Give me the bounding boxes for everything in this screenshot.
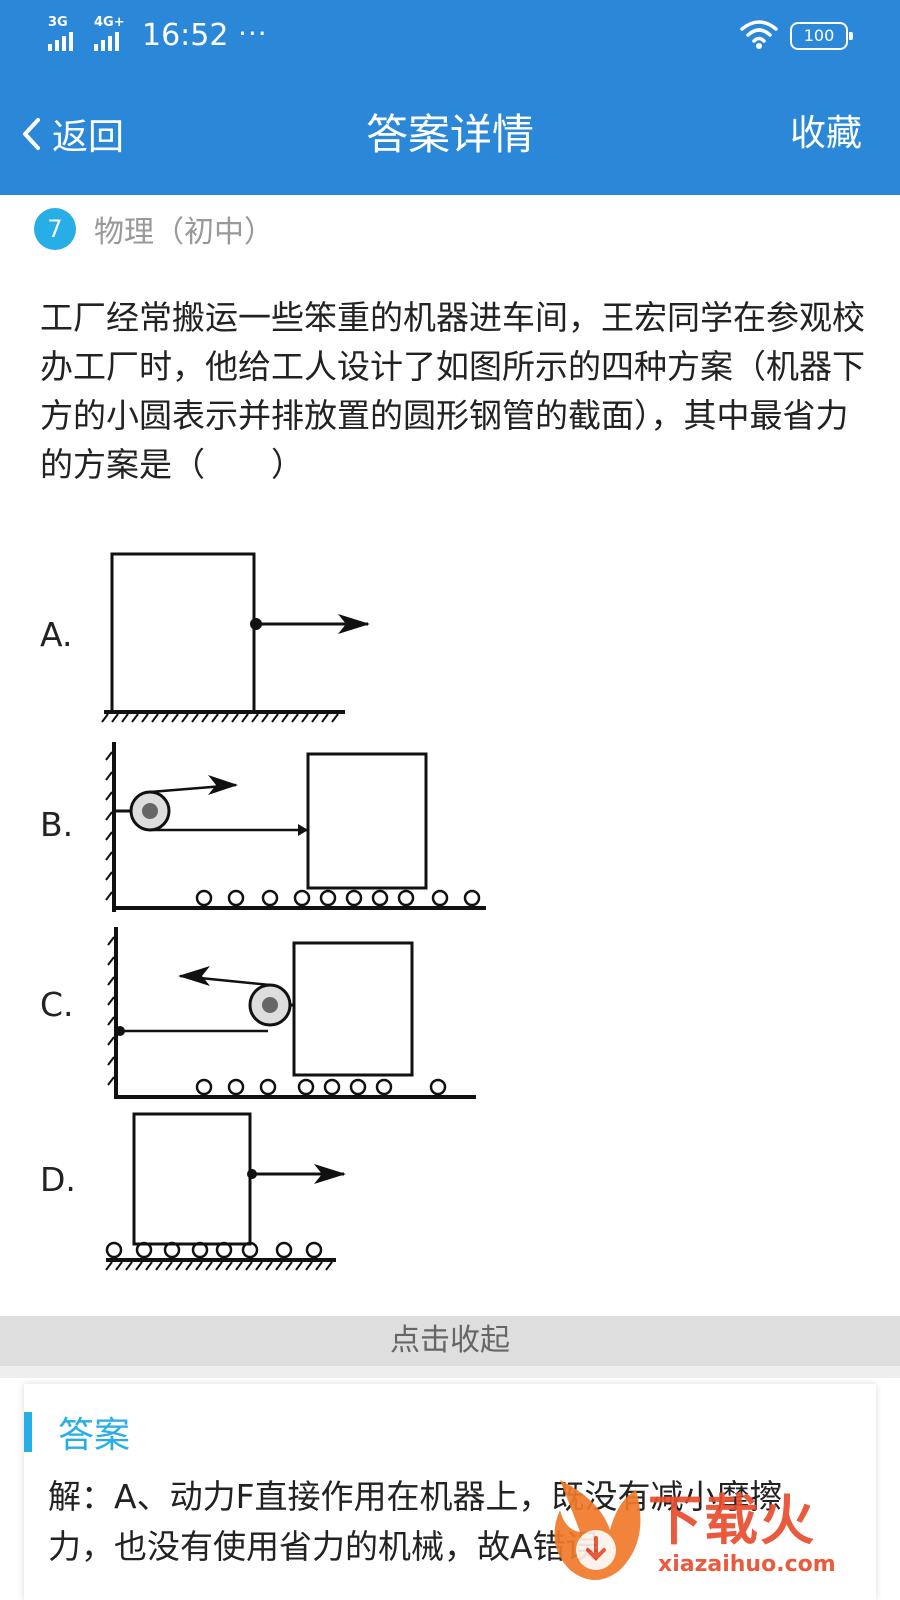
answer-card: 答案 解：A、动力F直接作用在机器上，既没有减小摩擦力，也没有使用省力的机械，故…: [24, 1384, 876, 1600]
network-type-2: 4G+: [94, 15, 125, 30]
section-divider: [0, 1366, 900, 1378]
option-b-label: B.: [40, 805, 74, 844]
option-c-diagram: [107, 927, 476, 1099]
signal-bars-icon: [48, 32, 73, 51]
option-d-diagram: [105, 1112, 346, 1271]
signal-bars-icon: [94, 32, 125, 51]
signal-3g: 3G: [48, 16, 73, 51]
clock: 16:52: [142, 18, 229, 53]
battery-icon: 100: [790, 22, 853, 50]
option-c-label: C.: [40, 985, 74, 1024]
status-bar: 3G 4G+ 16:52 ··· 100: [0, 0, 900, 75]
chevron-left-icon: [23, 118, 40, 150]
question-number-badge: 7: [34, 208, 76, 250]
question-text: 工厂经常搬运一些笨重的机器进车间，王宏同学在参观校办工厂时，他给工人设计了如图所…: [40, 298, 865, 484]
option-a-label: A.: [40, 615, 73, 654]
answer-heading: 答案: [24, 1412, 130, 1456]
signal-4g: 4G+: [94, 16, 125, 51]
watermark-logo: 下载火 xiazaihuo.com: [540, 1470, 900, 1600]
more-notifications-icon: ···: [238, 17, 268, 50]
answer-text: 解：A、动力F直接作用在机器上，既没有减小摩擦力，也没有使用省力的机械，故A错误: [48, 1477, 783, 1566]
back-button[interactable]: 返回: [20, 109, 124, 159]
wifi-icon: [740, 20, 778, 49]
subject-label: 物理（初中）: [94, 215, 274, 250]
nav-bar: 返回 答案详情 收藏: [0, 95, 900, 175]
option-d-label: D.: [40, 1160, 76, 1199]
collapse-button[interactable]: 点击收起: [0, 1316, 900, 1366]
flame-logo-icon: [554, 1480, 641, 1580]
watermark-url: xiazaihuo.com: [658, 1552, 836, 1577]
heading-accent-bar: [24, 1412, 32, 1452]
back-label: 返回: [52, 117, 125, 158]
option-a-diagram: [101, 552, 370, 723]
favorite-button[interactable]: 收藏: [789, 113, 862, 154]
app-header: 3G 4G+ 16:52 ··· 100 返回 答案详情 收藏: [0, 0, 900, 195]
subject-row: 7 物理（初中）: [34, 207, 274, 251]
page-title: 答案详情: [365, 110, 534, 159]
answer-heading-label: 答案: [58, 1415, 131, 1456]
watermark-brand: 下载火: [648, 1489, 816, 1552]
option-b-diagram: [105, 742, 486, 912]
network-type-1: 3G: [48, 15, 68, 30]
